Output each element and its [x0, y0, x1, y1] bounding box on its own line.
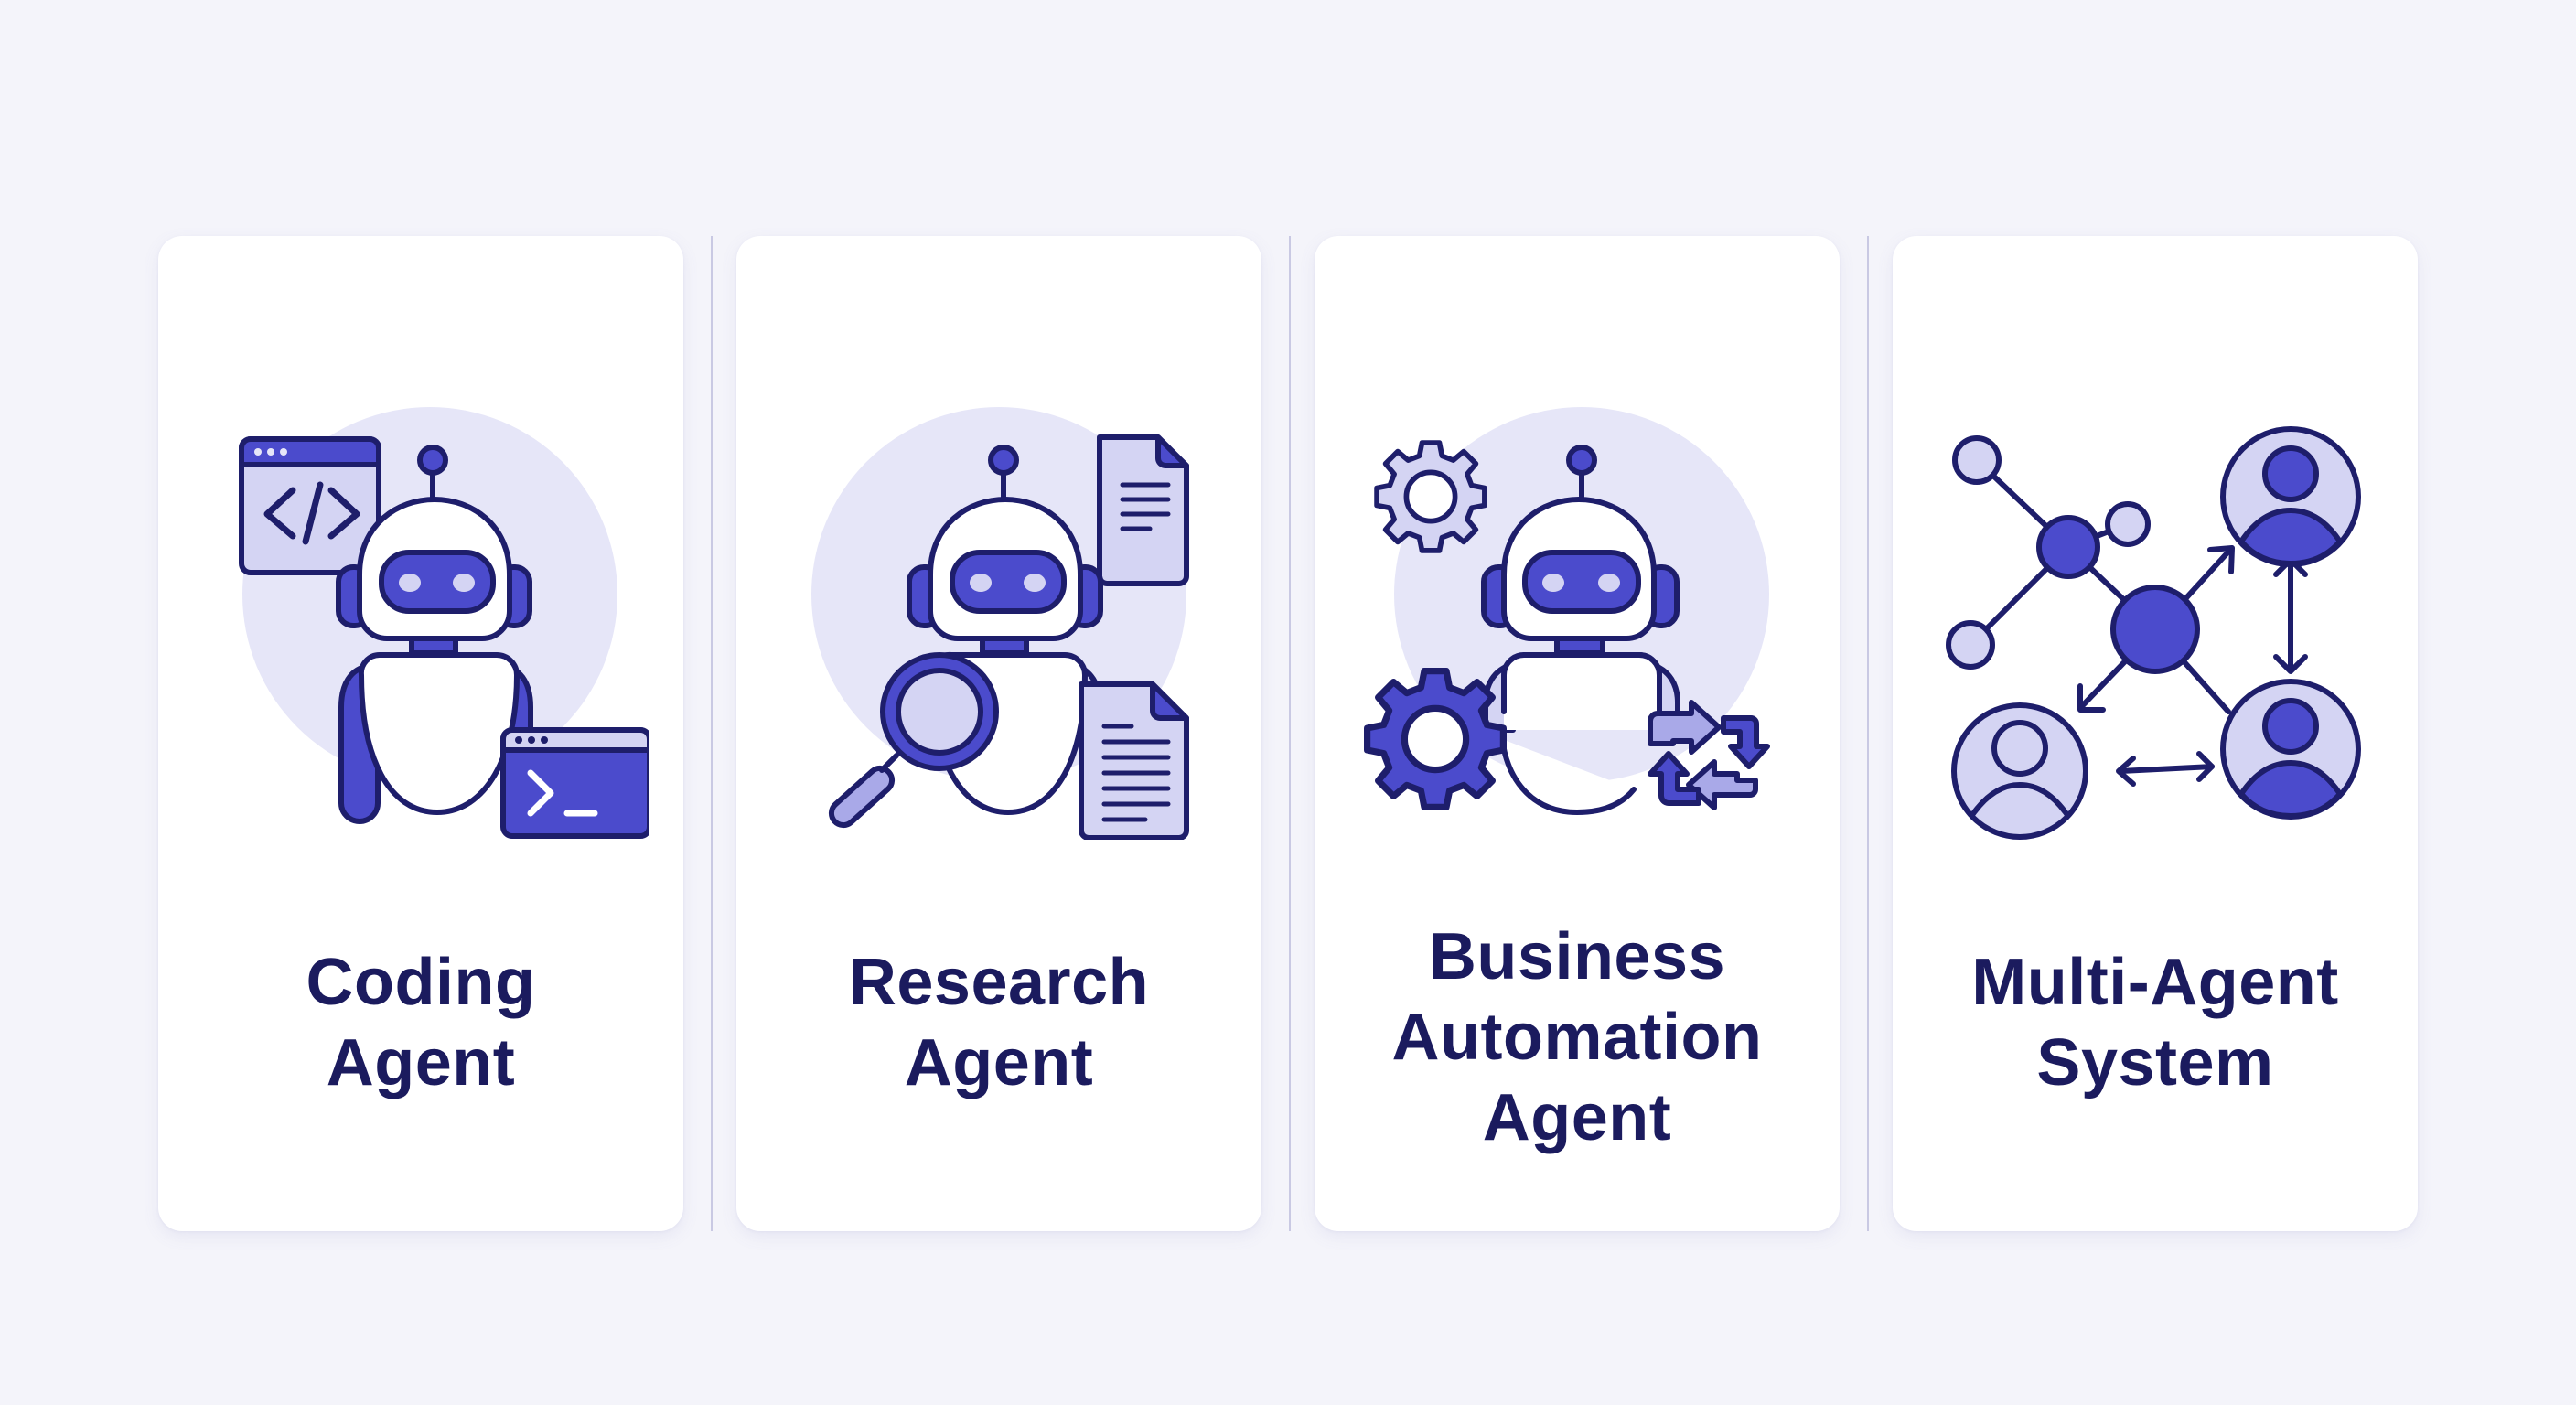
robot-icon [1348, 407, 1770, 815]
card-multi-agent-system[interactable]: Multi-Agent System [1893, 236, 2418, 1231]
user-avatar-icon [2220, 426, 2361, 567]
title-line: Multi-Agent [1971, 946, 2339, 1019]
card-title: Multi-Agent System [1893, 942, 2418, 1103]
cycle-arrows-icon [1648, 700, 1770, 810]
title-line: Agent [1482, 1081, 1672, 1154]
bidirectional-arrow-icon [2116, 751, 2215, 787]
card-business-automation-agent[interactable]: Business Automation Agent [1315, 236, 1840, 1231]
card-coding-agent[interactable]: Coding Agent [158, 236, 683, 1231]
user-avatar-icon [1951, 702, 2088, 840]
card-title: Research Agent [736, 942, 1261, 1103]
gear-icon [1377, 443, 1485, 551]
network-nodes-icon [1946, 426, 2361, 840]
divider-3 [1867, 236, 1869, 1231]
coding-agent-illustration [192, 327, 649, 840]
card-research-agent[interactable]: Research Agent [736, 236, 1261, 1231]
multi-agent-illustration [1927, 327, 2384, 840]
title-line: Business [1428, 920, 1726, 993]
title-line: Agent [326, 1026, 516, 1099]
user-avatar-icon [2220, 679, 2361, 820]
document-icon [1097, 434, 1189, 586]
document-icon [1079, 681, 1189, 840]
title-line: Research [848, 946, 1150, 1019]
business-automation-illustration [1348, 327, 1806, 840]
gear-icon [1368, 671, 1504, 808]
divider-1 [711, 236, 713, 1231]
card-title: Coding Agent [158, 942, 683, 1103]
title-line: Coding [306, 946, 536, 1019]
research-agent-illustration [770, 327, 1228, 840]
title-line: Automation [1391, 1001, 1763, 1074]
robot-icon [239, 407, 649, 839]
robot-icon [811, 407, 1189, 840]
card-title: Business Automation Agent [1315, 917, 1840, 1158]
bidirectional-arrow-icon [2273, 557, 2308, 674]
title-line: Agent [904, 1026, 1094, 1099]
title-line: System [2036, 1026, 2274, 1099]
magnifying-glass-icon [828, 652, 999, 829]
divider-2 [1289, 236, 1291, 1231]
terminal-window-icon [500, 727, 649, 839]
code-window-icon [239, 436, 381, 575]
